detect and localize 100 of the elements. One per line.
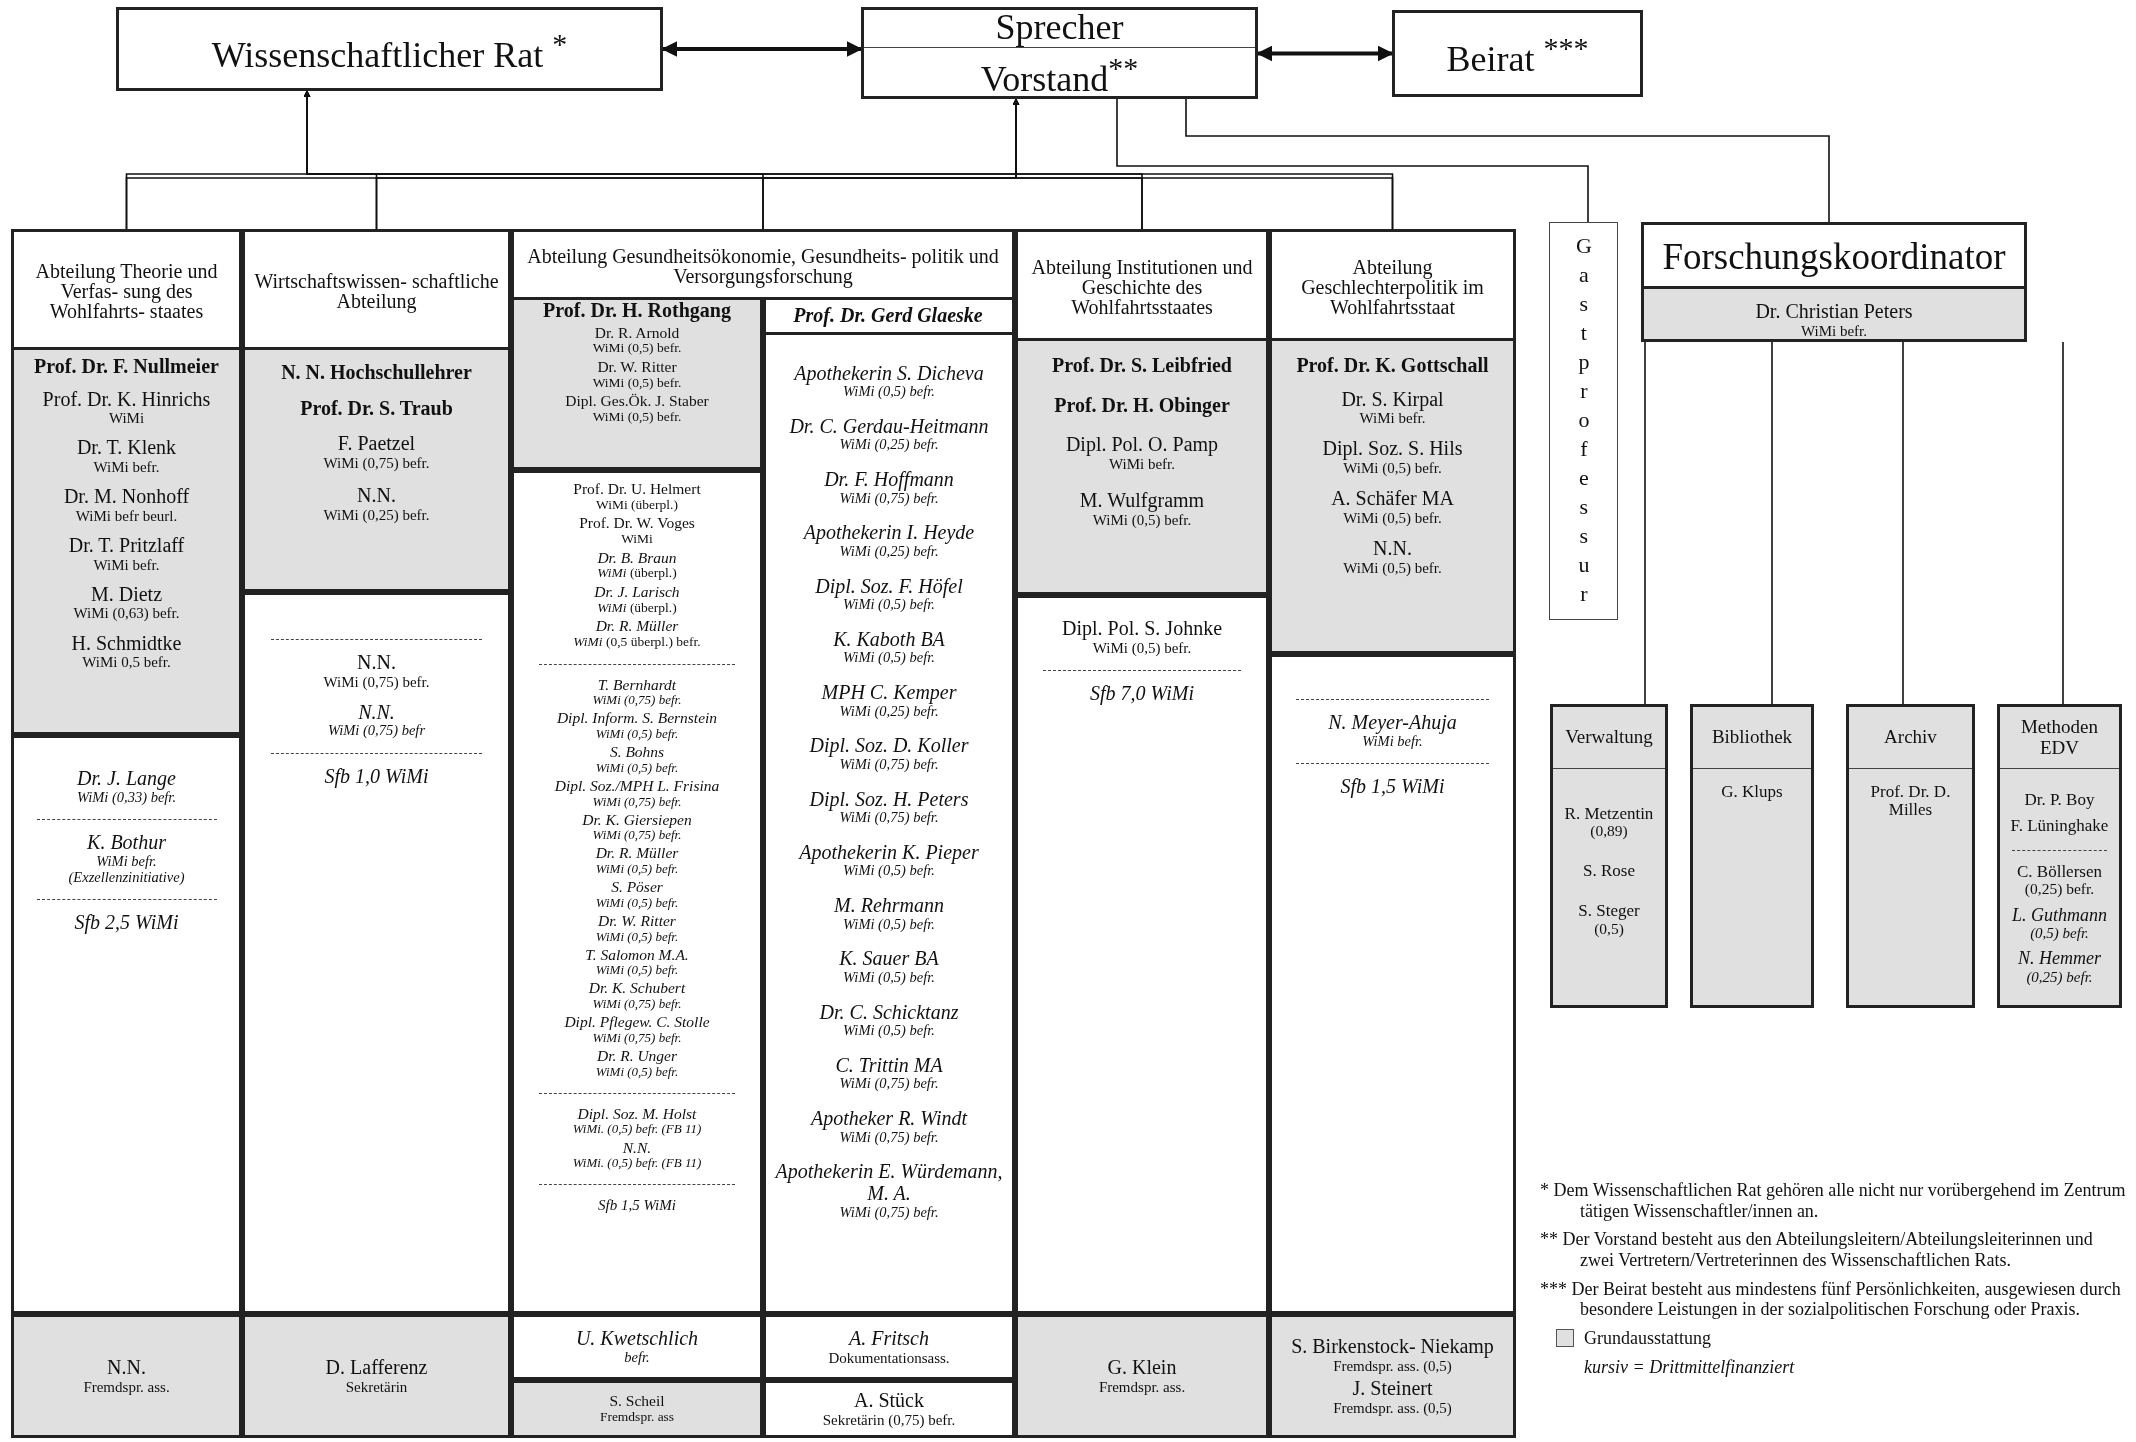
person-name: Prof. Dr. W. Voges	[578, 515, 696, 533]
person-name: F. Paetzel	[336, 433, 417, 455]
position-note: WiMi (0,63) befr.	[72, 605, 181, 622]
person-name: S. Steger	[1577, 902, 1641, 921]
position-note: WiMi (0,5) befr.	[1091, 511, 1192, 528]
position-note: WiMi (0,5) befr.	[1342, 559, 1443, 576]
box-title: Wissenschaftlicher Rat $^{*}$	[210, 25, 569, 75]
position-note: WiMi befr.	[1799, 322, 1869, 339]
person-name: F. Lüninghake	[2009, 817, 2110, 836]
person-name: Dr. J. Larisch	[593, 583, 681, 601]
staff-panel	[763, 1314, 1015, 1380]
person-name: A. Schäfer MA	[1330, 488, 1455, 510]
person-name: Dipl. Inform. S. Bernstein	[555, 710, 719, 728]
position-note: WiMi (0,5) befr.	[842, 1023, 936, 1039]
position-note: WiMi (0,5) befr.	[594, 1064, 680, 1079]
person-name: Apothekerin S. Dicheva	[792, 362, 985, 385]
position-note: WiMi (0,5) befr.	[842, 916, 936, 933]
position-note: WiMi (0,75) befr.	[839, 810, 940, 826]
staff-panel	[242, 592, 511, 1314]
position-note: WiMi (0,75) befr.	[591, 828, 682, 843]
position-note: WiMi 0,5 befr.	[81, 654, 172, 671]
position-note: Dokumentationsass.	[827, 1349, 951, 1366]
person-name: G. Klein	[1106, 1357, 1178, 1379]
person-name: Dipl. Soz. H. Peters	[808, 788, 970, 811]
column-heading: Abteilung Gesundheitsökonomie, Gesundheits- politik und Versorgungsforschung	[526, 246, 1000, 286]
position-note: Fremdspr. ass. (0,5)	[1332, 1357, 1452, 1374]
position-note: WiMi (0,25) befr.	[838, 437, 940, 454]
footnote: * Dem Wissenschaftlichen Rat gehören alle nicht nur vorübergehend im Zentrum tätigen Wissenschaftler/innen an.	[1540, 1180, 2127, 1222]
position-note: WiMi (0,5) befr.	[594, 929, 680, 944]
vertical-box	[1549, 222, 1618, 620]
staff-panel	[1269, 338, 1516, 654]
position-note: WiMi. (0,5) befr. (FB 11)	[571, 1156, 703, 1171]
connector-line	[2062, 341, 2064, 705]
funding-note: Sfb 1,5 WiMi	[1339, 776, 1446, 798]
person-name: Prof. Dr. U. Helmert	[572, 481, 702, 498]
position-note: WiMi (0,5) befr.	[594, 760, 680, 775]
staff-panel	[1997, 704, 2122, 1008]
staff-panel	[511, 470, 763, 1314]
position-note: WiMi (0,25) befr.	[839, 543, 939, 560]
position-note: WiMi (0,75) befr.	[591, 794, 683, 809]
person-name: N.N.	[356, 652, 397, 674]
footnote: *** Der Beirat besteht aus mindestens fünf Persönlichkeiten, ausgewiesen durch besondere Leistungen in der sozialpolitischen Forschung oder Praxis.	[1540, 1278, 2122, 1321]
box-heading: Verwaltung	[1553, 707, 1665, 769]
person-name: L. Guthmann	[2011, 905, 2108, 926]
person-name: S. Rose	[1582, 862, 1636, 881]
person-name: N.N.	[106, 1357, 147, 1379]
connector-line	[1902, 341, 1904, 705]
person-name: Dipl. Soz. M. Holst	[576, 1105, 698, 1123]
box-title: Sprecher	[994, 7, 1125, 47]
funding-note: Sfb 7,0 WiMi	[1089, 682, 1195, 705]
person-name: Dr. W. Ritter	[596, 358, 678, 376]
person-name: M. Dietz	[89, 583, 164, 606]
connector-line	[1644, 341, 1646, 705]
person-name: H. Schmidtke	[70, 632, 183, 655]
position-note: befr.	[623, 1349, 651, 1366]
position-note: WiMi (0,33) befr.	[75, 789, 178, 806]
person-name: D. Lafferenz	[324, 1357, 429, 1379]
box-heading: Bibliothek	[1693, 707, 1811, 769]
person-name: Apotheker R. Windt	[809, 1108, 969, 1130]
person-name: Dipl. Soz. S. Hils	[1321, 438, 1464, 460]
position-note: WiMi (0,75) befr.	[839, 756, 940, 773]
org-box	[1641, 222, 2027, 342]
box-heading: Methoden EDV	[2000, 707, 2119, 769]
position-note: WiMi (0,5) befr.	[1092, 639, 1193, 656]
department-column	[511, 229, 1015, 1438]
person-name: A. Fritsch	[847, 1328, 930, 1350]
person-name: Dr. R. Arnold	[593, 324, 681, 342]
department-column	[242, 229, 511, 1438]
position-note: WiMi (0,75) befr.	[592, 1030, 683, 1045]
position-note: WiMi (0,25) befr.	[322, 506, 431, 523]
person-name: Dr. F. Hoffmann	[823, 469, 955, 491]
footnote: ** Der Vorstand besteht aus den Abteilungsleitern/Abteilungsleiterinnen und zwei Vertretern/Vertreterinnen des Wissenschaftlichen Rats.	[1540, 1229, 2094, 1271]
person-name: S. Bohns	[608, 744, 666, 761]
position-note: (Exzellenzinitiative)	[67, 869, 186, 886]
person-name: Dr. R. Müller	[594, 618, 680, 635]
person-name: Apothekerin E. Würdemann, M. A.	[773, 1161, 1004, 1205]
person-name: Dr. K. Schubert	[587, 980, 687, 998]
person-name: N.N.	[356, 484, 397, 507]
position-note: WiMi (0,75) befr.	[591, 693, 683, 708]
person-name: N.N.	[357, 701, 396, 724]
staff-panel	[1015, 1314, 1269, 1438]
person-name: J. Steinert	[1351, 1378, 1434, 1400]
legend-label: Grundausstattung	[1584, 1328, 1711, 1349]
staff-panel	[763, 1380, 1015, 1438]
person-name: Dr. W. Ritter	[597, 912, 677, 930]
person-name: Prof. Dr. H. Obinger	[1053, 394, 1231, 417]
position-note: WiMi (0,5 überpl.) befr.	[572, 635, 702, 650]
position-note: (0,5)	[1593, 920, 1624, 938]
box-title: Beirat $^{***}$	[1445, 30, 1590, 79]
position-note: WiMi (0,25) befr.	[838, 703, 939, 720]
person-name: Prof. Dr. D. Milles	[1869, 783, 1952, 820]
person-name: Dipl. Soz. D. Koller	[808, 735, 970, 757]
person-name: C. Böllersen	[2016, 862, 2103, 882]
position-note: WiMi (0,5) befr.	[591, 341, 683, 356]
person-name: Prof. Dr. S. Traub	[299, 397, 454, 420]
position-note: WiMi (0,5) befr.	[591, 375, 683, 391]
person-name: Dr. S. Kirpal	[1340, 388, 1445, 411]
person-name: Dr. R. Unger	[595, 1048, 679, 1065]
arrow	[1012, 98, 1394, 230]
person-name: R. Metzentin	[1563, 805, 1655, 824]
